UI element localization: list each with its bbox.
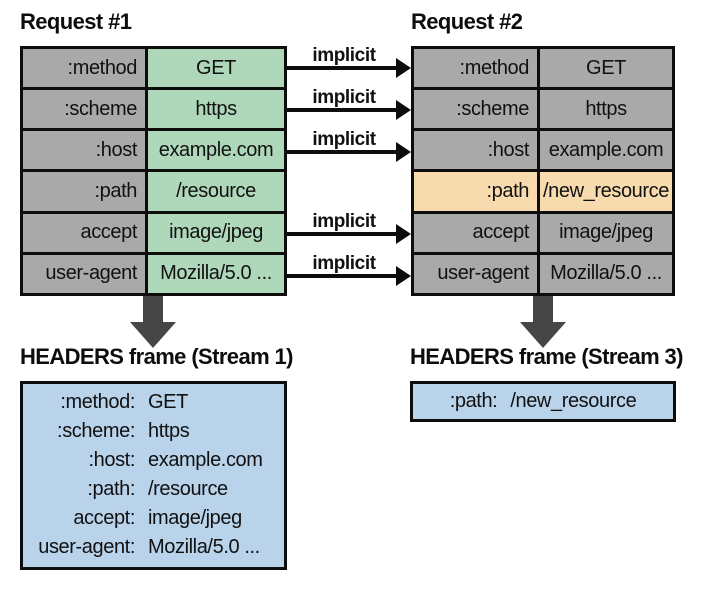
frame-key: accept: [73, 507, 135, 529]
frame-line: accept: image/jpeg [23, 504, 284, 533]
frame-key: :host: [88, 449, 135, 471]
header-value: GET [537, 45, 675, 91]
frame-key: :path: [87, 478, 135, 500]
implicit-arrow: implicit [287, 127, 411, 162]
header-name: :scheme [20, 87, 148, 132]
arrow-right-icon [396, 100, 411, 120]
implicit-arrow: implicit [287, 251, 411, 286]
header-name: :path [411, 169, 540, 214]
header-value: /resource [145, 169, 287, 214]
frame-value: https [148, 420, 190, 442]
implicit-label: implicit [312, 211, 376, 232]
implicit-label: implicit [312, 87, 376, 108]
arrow-line [287, 66, 398, 70]
header-value: image/jpeg [537, 210, 675, 255]
frame-key: :scheme: [57, 420, 135, 442]
implicit-label: implicit [312, 129, 376, 150]
table-row: user-agent Mozilla/5.0 ... [411, 251, 675, 297]
table-row: :method GET [20, 45, 287, 91]
frame-line: :host: example.com [23, 446, 284, 475]
table-row-highlighted: :path /new_resource [411, 169, 675, 214]
frame-key: :path: [449, 390, 498, 412]
header-name: :method [411, 45, 540, 91]
request1-table: :method GET :scheme https :host example.… [20, 45, 287, 297]
implicit-arrow: implicit [287, 43, 411, 78]
frame3-box: :path: /new_resource [410, 381, 676, 422]
frame-value: image/jpeg [148, 507, 242, 529]
frame3-title: HEADERS frame (Stream 3) [410, 344, 684, 369]
frame-line: :path: /resource [23, 475, 284, 504]
header-value: example.com [537, 128, 675, 173]
header-value: GET [145, 45, 287, 91]
implicit-label: implicit [312, 253, 376, 274]
frame-value: /resource [148, 478, 228, 500]
table-row: :scheme https [20, 87, 287, 132]
arrow-right-icon [396, 142, 411, 162]
table-row: :method GET [411, 45, 675, 91]
frame-value: example.com [148, 449, 263, 471]
table-row: user-agent Mozilla/5.0 ... [20, 251, 287, 297]
header-name: :scheme [411, 87, 540, 132]
arrow-head [520, 322, 566, 348]
frame-line: :method: GET [23, 388, 284, 417]
header-value: Mozilla/5.0 ... [145, 251, 287, 297]
implicit-label: implicit [312, 45, 376, 66]
frame-value: /new_resource [510, 390, 637, 412]
header-value: Mozilla/5.0 ... [537, 251, 675, 297]
request1-title: Request #1 [20, 9, 132, 34]
frame-value: Mozilla/5.0 ... [148, 536, 260, 558]
frame1-box: :method: GET :scheme: https :host: examp… [20, 381, 287, 570]
arrow-line [287, 108, 398, 112]
table-row: :host example.com [411, 128, 675, 173]
header-name: :path [20, 169, 148, 214]
frame-key: :method: [60, 391, 135, 413]
header-name: accept [20, 210, 148, 255]
request2-table: :method GET :scheme https :host example.… [411, 45, 675, 297]
frame1-title: HEADERS frame (Stream 1) [20, 344, 294, 369]
header-value: /new_resource [537, 169, 675, 214]
arrow-stem [143, 296, 163, 322]
header-name: user-agent [20, 251, 148, 297]
frame-line: :scheme: https [23, 417, 284, 446]
frame-value: GET [148, 391, 188, 413]
arrow-right-icon [396, 224, 411, 244]
table-row: accept image/jpeg [20, 210, 287, 255]
arrow-head [130, 322, 176, 348]
header-value: example.com [145, 128, 287, 173]
implicit-arrow: implicit [287, 209, 411, 244]
arrow-line [287, 150, 398, 154]
frame-key: user-agent: [38, 536, 135, 558]
implicit-arrow: implicit [287, 85, 411, 120]
table-row: accept image/jpeg [411, 210, 675, 255]
arrow-stem [533, 296, 553, 322]
header-name: :host [20, 128, 148, 173]
arrow-line [287, 274, 398, 278]
header-name: accept [411, 210, 540, 255]
arrow-right-icon [396, 58, 411, 78]
table-row: :path /resource [20, 169, 287, 214]
header-name: user-agent [411, 251, 540, 297]
table-row: :scheme https [411, 87, 675, 132]
header-name: :method [20, 45, 148, 91]
header-value: https [145, 87, 287, 132]
table-row: :host example.com [20, 128, 287, 173]
request2-title: Request #2 [411, 9, 523, 34]
frame-line: user-agent: Mozilla/5.0 ... [23, 533, 284, 562]
header-value: https [537, 87, 675, 132]
arrow-line [287, 232, 398, 236]
header-name: :host [411, 128, 540, 173]
arrow-right-icon [396, 266, 411, 286]
header-value: image/jpeg [145, 210, 287, 255]
